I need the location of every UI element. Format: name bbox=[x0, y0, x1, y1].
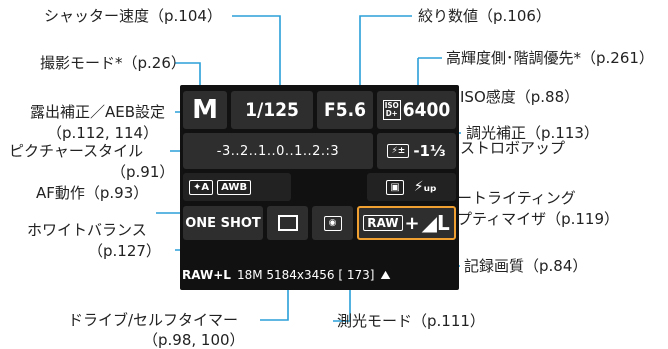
auto-lighting-optimizer-icon[interactable]: ▣ bbox=[386, 179, 404, 195]
label-drive-page: （p.98, 100） bbox=[143, 331, 245, 349]
label-image-quality: 記録画質（p.84） bbox=[464, 257, 588, 275]
drive-mode-display[interactable] bbox=[267, 206, 308, 240]
single-shot-icon bbox=[277, 215, 298, 231]
quality-plus: + bbox=[404, 212, 420, 234]
highlight-tone-priority-icon: ISO D+ bbox=[382, 100, 401, 120]
metering-mode-display[interactable]: ◉ bbox=[312, 206, 353, 240]
label-flash-up: ストロボアップ bbox=[460, 139, 566, 157]
iso-display[interactable]: ISO D+ 6400 bbox=[377, 91, 456, 129]
bottom-resolution-shots: 18M 5184x3456 [ 173] bbox=[236, 268, 375, 282]
iso-value: 6400 bbox=[402, 99, 451, 121]
quality-l: L bbox=[436, 211, 450, 235]
iso-icon-top: ISO bbox=[384, 101, 399, 110]
af-mode-display[interactable]: ONE SHOT bbox=[183, 206, 263, 240]
label-picture-style-page: （p.91） bbox=[111, 163, 175, 181]
label-exposure-comp: 露出補正／AEB設定 bbox=[30, 103, 166, 121]
picture-style-icon[interactable]: ✦A bbox=[189, 179, 214, 195]
picture-style-and-wb: ✦A AWB bbox=[183, 173, 291, 201]
label-picture-style: ピクチャースタイル bbox=[9, 142, 144, 160]
alo-flash-panel: ▣ ⚡ᵤₚ bbox=[367, 173, 456, 201]
bottom-info-bar: RAW+L 18M 5184x3456 [ 173] ⛰ bbox=[182, 264, 457, 286]
label-af-operation: AF動作（p.93） bbox=[36, 184, 149, 202]
exposure-level-scale[interactable]: -3..2..1..0..1..2.:3 bbox=[183, 133, 373, 169]
flash-comp-display[interactable]: ⚡± -1⅓ bbox=[377, 133, 456, 169]
shooting-mode-display[interactable]: M bbox=[183, 91, 227, 129]
label-white-balance: ホワイトバランス bbox=[27, 221, 147, 239]
label-metering: 測光モード（p.111） bbox=[337, 312, 485, 330]
mountain-icon: ⛰ bbox=[380, 267, 391, 282]
flash-comp-value: -1⅓ bbox=[413, 142, 446, 160]
raw-icon: RAW bbox=[363, 215, 403, 231]
bottom-quality: RAW+L bbox=[182, 268, 231, 282]
label-alo-page: オプティマイザ（p.119） bbox=[442, 210, 620, 228]
label-white-balance-page: （p.127） bbox=[88, 242, 161, 260]
label-shooting-mode: 撮影モード*（p.26） bbox=[40, 54, 186, 72]
label-flash-comp: 調光補正（p.113） bbox=[466, 124, 599, 142]
white-balance-icon[interactable]: AWB bbox=[217, 179, 252, 195]
picture-style-value: A bbox=[201, 181, 210, 193]
shutter-speed-display[interactable]: 1/125 bbox=[231, 91, 313, 129]
label-exposure-comp-page: （p.112, 114） bbox=[47, 124, 159, 142]
exposure-scale-text: -3..2..1..0..1..2.:3 bbox=[216, 143, 340, 159]
flash-up-icon[interactable]: ⚡ᵤₚ bbox=[413, 179, 437, 195]
camera-settings-screen: M 1/125 F5.6 ISO D+ 6400 -3..2..1..0..1.… bbox=[180, 85, 459, 290]
label-highlight-tone-priority: 高輝度側･階調優先*（p.261） bbox=[446, 49, 654, 67]
label-drive: ドライブ/セルフタイマー bbox=[68, 311, 239, 329]
label-alo: オートライティング bbox=[442, 189, 576, 207]
label-iso: ISO感度（p.88） bbox=[460, 88, 580, 106]
large-fine-icon: ◢L bbox=[421, 211, 450, 235]
iso-icon-bottom: D+ bbox=[385, 109, 398, 118]
label-aperture: 絞り数値（p.106） bbox=[418, 7, 551, 25]
evaluative-metering-icon: ◉ bbox=[323, 215, 342, 231]
aperture-display[interactable]: F5.6 bbox=[317, 91, 373, 129]
label-shutter-speed: シャッター速度（p.104） bbox=[44, 7, 222, 25]
image-quality-display[interactable]: RAW + ◢L bbox=[357, 206, 456, 240]
flash-comp-icon: ⚡± bbox=[387, 144, 410, 158]
